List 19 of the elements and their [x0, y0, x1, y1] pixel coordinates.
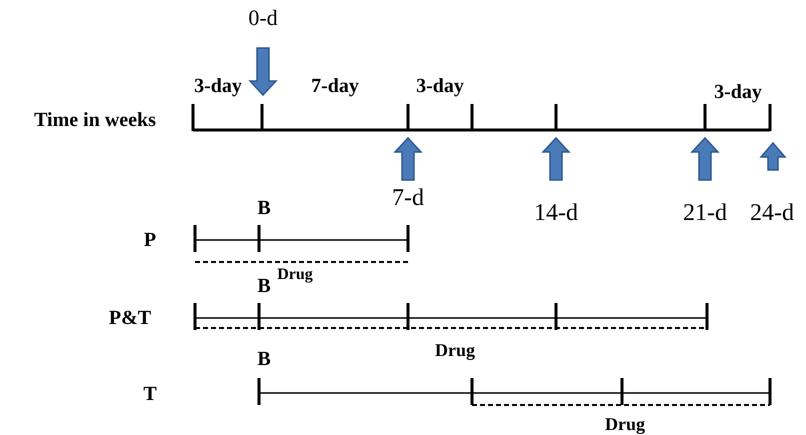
- baseline-marker: B: [257, 276, 271, 296]
- baseline-marker: B: [257, 198, 271, 218]
- group-label: T: [143, 384, 157, 404]
- baseline-marker: B: [257, 349, 271, 369]
- day-marker: 24-d: [750, 201, 794, 225]
- drug-label: Drug: [435, 341, 475, 359]
- interval-label: 3-day: [416, 76, 464, 96]
- interval-label: 7-day: [311, 76, 359, 96]
- group-label: P&T: [108, 308, 152, 328]
- axis-label: Time in weeks: [34, 110, 156, 130]
- interval-label: 3-day: [194, 76, 242, 96]
- day-marker: 7-d: [392, 186, 424, 210]
- group-label: P: [144, 230, 156, 250]
- drug-label: Drug: [277, 267, 313, 283]
- day-marker: 0-d: [248, 7, 278, 29]
- drug-label: Drug: [605, 415, 645, 433]
- interval-label: 3-day: [714, 82, 762, 102]
- day-marker: 21-d: [683, 201, 727, 225]
- day-marker: 14-d: [534, 201, 578, 225]
